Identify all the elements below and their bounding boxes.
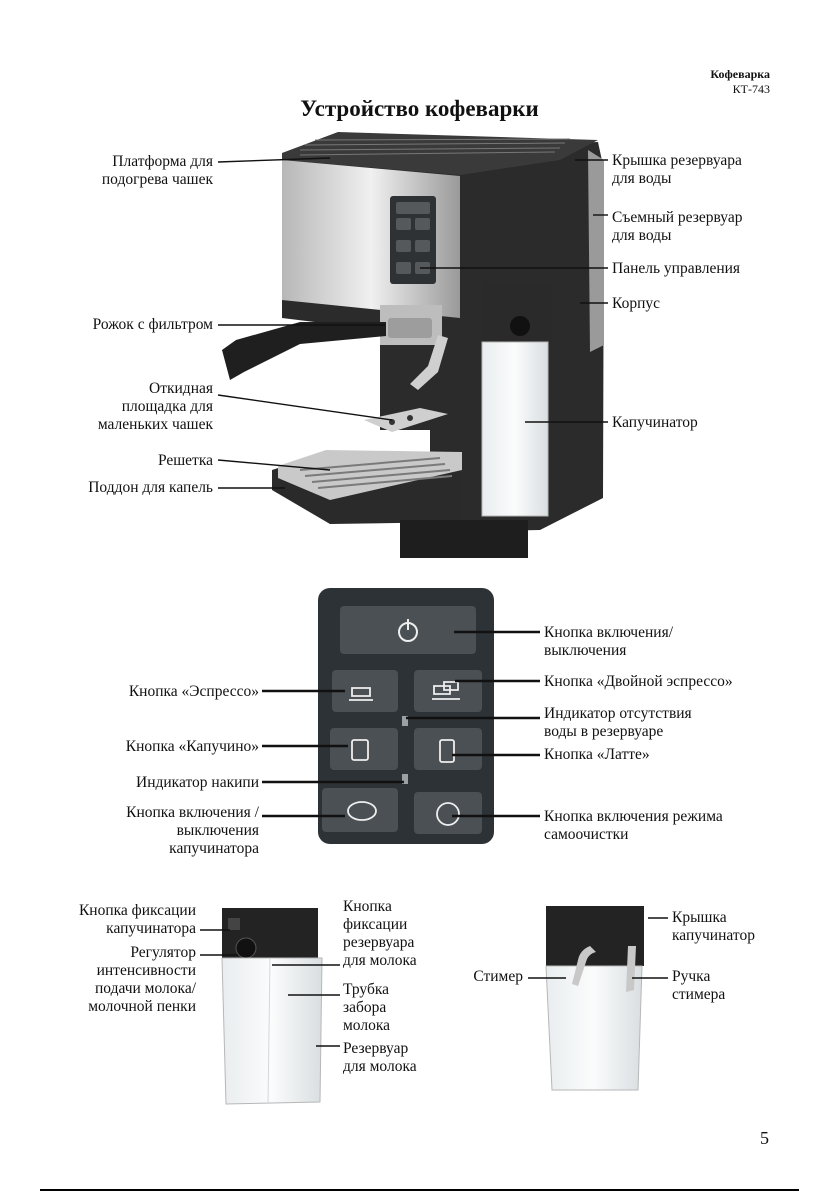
milk-leader-lines: [200, 929, 340, 1047]
page-title: Устройство кофеварки: [300, 96, 539, 121]
label-portafilter: Рожок с фильтром: [92, 316, 213, 333]
label-cup-warming-platform: Платформа для подогрева чашек: [101, 153, 213, 188]
control-panel-image: [318, 588, 494, 844]
label-power-button: Кнопка включения/ выключения: [544, 624, 674, 659]
label-milk-tube: Трубка забора молока: [343, 981, 391, 1034]
label-milk-tank: Резервуар для молока: [343, 1040, 417, 1075]
label-froth-power-button: Кнопка включения / выключения капучинато…: [126, 804, 259, 857]
label-water-tank-lid: Крышка резервуара для воды: [612, 152, 742, 187]
frother-image: [545, 906, 644, 1091]
label-double-espresso-button: Кнопка «Двойной эспрессо»: [544, 673, 733, 690]
milk-tank-image: [221, 908, 323, 1105]
label-grid: Решетка: [157, 452, 213, 469]
label-steamer-handle: Ручка стимера: [672, 968, 726, 1003]
label-water-tank: Съемный резервуар для воды: [612, 209, 743, 244]
label-milk-tank-lock: Кнопка фиксации резервуара для молока: [343, 898, 417, 969]
label-drip-tray: Поддон для капель: [88, 479, 213, 496]
label-self-clean-button: Кнопка включения режима самоочистки: [544, 808, 723, 843]
label-scale-indicator: Индикатор накипи: [136, 774, 259, 791]
bottom-rule: [40, 1189, 799, 1191]
label-control-panel: Панель управления: [612, 260, 741, 277]
label-steamer: Стимер: [473, 968, 523, 985]
header-product-name: Кофеварка: [710, 67, 770, 81]
label-body: Корпус: [612, 295, 660, 312]
document-header: Кофеварка КТ-743: [710, 67, 770, 97]
label-cappuccino-button: Кнопка «Капучино»: [125, 738, 259, 755]
panel-leader-lines: [262, 630, 540, 818]
machine-leader-lines: [217, 157, 608, 489]
label-latte-button: Кнопка «Латте»: [544, 746, 650, 763]
label-frother-lock-button: Кнопка фиксации капучинатора: [78, 902, 196, 937]
label-frother-lid: Крышка капучинатор: [672, 909, 755, 944]
coffee-machine-image: [222, 132, 604, 558]
label-no-water-indicator: Индикатор отсутствия воды в резервуаре: [544, 705, 692, 740]
frother-leader-lines: [528, 917, 668, 979]
label-cappuccinator: Капучинатор: [612, 414, 698, 431]
label-milk-regulator: Регулятор интенсивности подачи молока/ м…: [88, 944, 196, 1015]
label-espresso-button: Кнопка «Эспрессо»: [128, 683, 259, 700]
header-model: КТ-743: [732, 82, 770, 96]
label-fold-platform: Откидная площадка для маленьких чашек: [97, 380, 213, 433]
page-number: 5: [760, 1128, 769, 1148]
